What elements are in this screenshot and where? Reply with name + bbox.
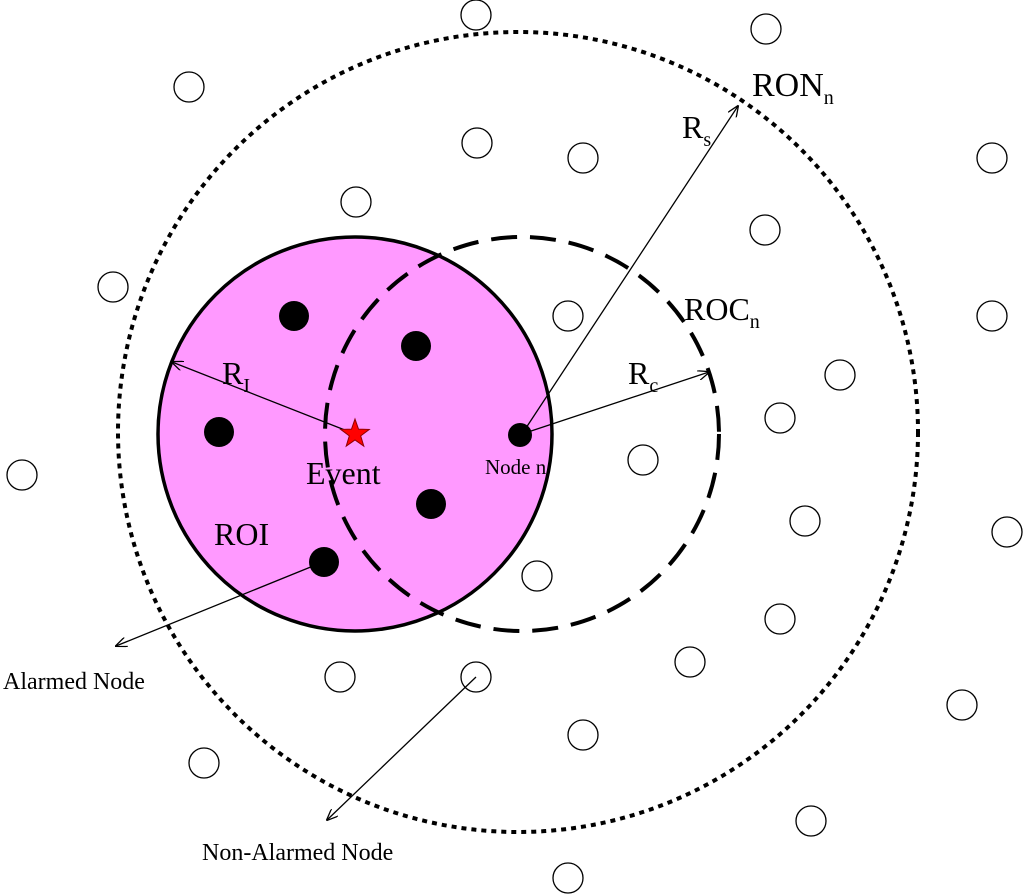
non-alarmed-node <box>173 71 205 103</box>
non-alarmed-node <box>521 560 553 592</box>
non-alarmed-node <box>750 13 782 45</box>
non-alarmed-node <box>674 646 706 678</box>
alarmed-node <box>279 301 309 331</box>
event-label: Event <box>306 455 381 491</box>
alarmed-node-label: Alarmed Node <box>3 669 145 695</box>
rs-arrow <box>521 106 738 435</box>
non-alarmed-node <box>552 300 584 332</box>
star-icon <box>339 417 371 448</box>
non-alarmed-node <box>991 516 1023 548</box>
non-alarmed-node <box>789 505 821 537</box>
alarmed-node-pointer <box>116 561 324 646</box>
non-alarmed-nodes <box>6 0 1023 894</box>
non-alarmed-node <box>795 805 827 837</box>
non-alarmed-node <box>976 300 1008 332</box>
non-alarmed-node-label: Non-Alarmed Node <box>202 840 393 866</box>
rc-arrow <box>521 372 709 435</box>
non-alarmed-node <box>460 0 492 31</box>
non-alarmed-node-pointer <box>327 676 477 820</box>
non-alarmed-node <box>324 661 356 693</box>
alarmed-node <box>401 331 431 361</box>
non-alarmed-node <box>764 402 796 434</box>
alarmed-node <box>309 547 339 577</box>
non-alarmed-node <box>627 444 659 476</box>
node-n <box>508 423 532 447</box>
non-alarmed-node <box>976 142 1008 174</box>
non-alarmed-node <box>340 186 372 218</box>
non-alarmed-node <box>946 689 978 721</box>
roi-label: ROI <box>214 516 269 552</box>
rs-label: Rs <box>682 109 711 151</box>
non-alarmed-node <box>567 142 599 174</box>
non-alarmed-node <box>6 459 38 491</box>
non-alarmed-node <box>552 862 584 894</box>
alarmed-node <box>416 489 446 519</box>
non-alarmed-node <box>188 747 220 779</box>
non-alarmed-node <box>749 214 781 246</box>
roc-boundary <box>323 235 721 633</box>
non-alarmed-node <box>461 127 493 159</box>
rc-label: Rc <box>628 355 658 397</box>
non-alarmed-node <box>824 359 856 391</box>
non-alarmed-node <box>97 271 129 303</box>
ron-label: RONn <box>752 67 834 109</box>
non-alarmed-node <box>764 603 796 635</box>
non-alarmed-node <box>567 719 599 751</box>
ri-label: RI <box>222 355 250 397</box>
ri-arrow <box>172 362 356 435</box>
roc-label: ROCn <box>684 291 760 333</box>
node-n-label: Node n <box>485 455 547 479</box>
ron-boundary <box>116 30 920 834</box>
alarmed-node <box>204 417 234 447</box>
